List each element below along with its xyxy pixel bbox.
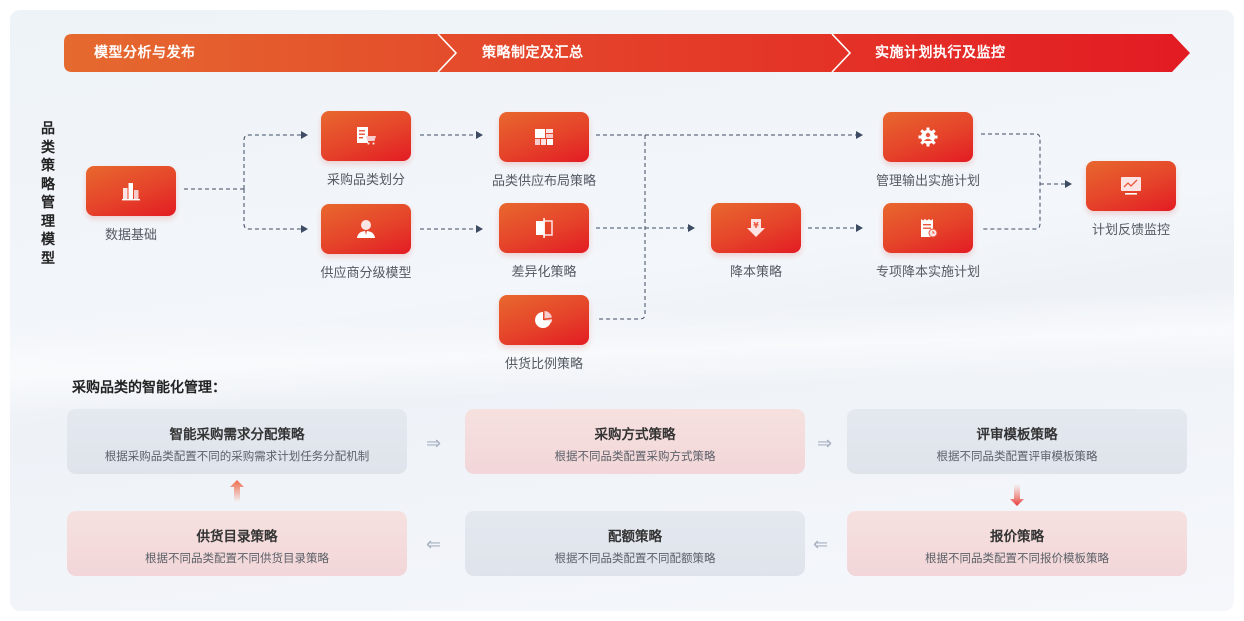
yen-down-icon: ¥ — [747, 219, 765, 237]
connector-branch-to-supplier — [243, 189, 308, 233]
node-label: 采购品类划分 — [326, 173, 405, 188]
node-supply-ratio[interactable]: 供货比例策略 — [484, 295, 604, 372]
card-quotation[interactable]: 报价策略 根据不同品类配置不同报价模板策略 — [847, 511, 1187, 576]
node-mgmt-output-plan[interactable]: 管理输出实施计划 — [868, 112, 988, 189]
pie-chart-icon — [535, 311, 553, 328]
node-category-division[interactable]: 采购品类划分 — [306, 111, 426, 188]
document-cart-icon — [357, 127, 376, 145]
section-title: 采购品类的智能化管理： — [72, 380, 226, 396]
card-desc: 根据不同品类配置采购方式策略 — [554, 449, 716, 463]
card-title: 采购方式策略 — [594, 427, 676, 443]
card-title: 报价策略 — [990, 529, 1044, 545]
node-supplier-grading[interactable]: 供应商分级模型 — [306, 204, 426, 281]
node-label: 差异化策略 — [511, 265, 577, 280]
card-procurement-method[interactable]: 采购方式策略 根据不同品类配置采购方式策略 — [465, 409, 805, 474]
card-supply-catalog[interactable]: 供货目录策略 根据不同品类配置不同供货目录策略 — [67, 511, 407, 576]
card-desc: 根据不同品类配置不同供货目录策略 — [145, 551, 329, 565]
card-title: 评审模板策略 — [976, 427, 1058, 443]
node-label: 供应商分级模型 — [320, 266, 412, 281]
node-feedback-monitor[interactable]: 计划反馈监控 — [1071, 161, 1191, 238]
split-panel-icon — [536, 218, 553, 238]
node-label: 品类供应布局策略 — [491, 174, 596, 189]
phase-divider-1 — [437, 34, 458, 72]
phase-banner-shape — [64, 34, 1190, 72]
arrow-up-icon — [230, 480, 244, 502]
phase-model-analysis: 模型分析与发布 — [94, 45, 196, 61]
arrow-down-icon — [1010, 484, 1024, 506]
arrow-right-icon: ⇒ — [817, 433, 833, 454]
node-label: 供货比例策略 — [504, 357, 583, 372]
gear-user-icon — [918, 127, 938, 147]
card-desc: 根据不同品类配置不同报价模板策略 — [925, 551, 1109, 565]
node-label: 管理输出实施计划 — [875, 174, 980, 189]
bar-chart-icon — [122, 183, 140, 201]
node-cost-reduction[interactable]: ¥ 降本策略 — [696, 203, 816, 280]
card-review-template[interactable]: 评审模板策略 根据不同品类配置评审模板策略 — [847, 409, 1187, 474]
node-label: 计划反馈监控 — [1091, 223, 1170, 238]
card-desc: 根据采购品类配置不同的采购需求计划任务分配机制 — [104, 449, 370, 463]
node-differentiation[interactable]: 差异化策略 — [484, 203, 604, 280]
node-special-cost-plan[interactable]: 专项降本实施计划 — [868, 203, 988, 280]
node-label: 专项降本实施计划 — [875, 265, 980, 280]
monitor-trend-icon — [1121, 177, 1141, 195]
connector-mgmt-to-merge — [981, 133, 1041, 230]
arrow-right-icon: ⇒ — [426, 433, 442, 454]
card-desc: 根据不同品类配置评审模板策略 — [936, 449, 1098, 463]
node-box — [86, 166, 176, 216]
card-demand-allocation[interactable]: 智能采购需求分配策略 根据采购品类配置不同的采购需求计划任务分配机制 — [67, 409, 407, 474]
connector-branch-to-category — [243, 131, 308, 189]
phase-banner: 模型分析与发布 策略制定及汇总 实施计划执行及监控 — [64, 34, 1190, 72]
card-desc: 根据不同品类配置不同配额策略 — [554, 551, 716, 565]
connector-merge-vertical — [596, 135, 646, 320]
diagram-canvas — [10, 10, 1234, 611]
card-title: 供货目录策略 — [196, 529, 278, 545]
card-title: 配额策略 — [608, 529, 662, 545]
phase-strategy-formulation: 策略制定及汇总 — [482, 45, 584, 61]
model-title: 品类策略管理模型 — [41, 121, 55, 267]
node-data-foundation[interactable]: 数据基础 — [71, 166, 191, 243]
card-quota[interactable]: 配额策略 根据不同品类配置不同配额策略 — [465, 511, 805, 576]
grid-layout-icon — [535, 129, 553, 145]
node-label: 数据基础 — [104, 228, 157, 243]
node-supply-layout[interactable]: 品类供应布局策略 — [484, 112, 604, 189]
arrow-left-icon: ⇐ — [813, 534, 829, 555]
phase-divider-2 — [831, 34, 852, 72]
card-title: 智能采购需求分配策略 — [169, 427, 305, 443]
node-label: 降本策略 — [729, 265, 782, 280]
svg-text:¥: ¥ — [753, 221, 759, 230]
user-icon — [357, 220, 375, 238]
arrow-left-icon: ⇐ — [426, 534, 442, 555]
phase-implementation: 实施计划执行及监控 — [875, 45, 1006, 61]
receipt-clock-icon — [921, 219, 938, 238]
